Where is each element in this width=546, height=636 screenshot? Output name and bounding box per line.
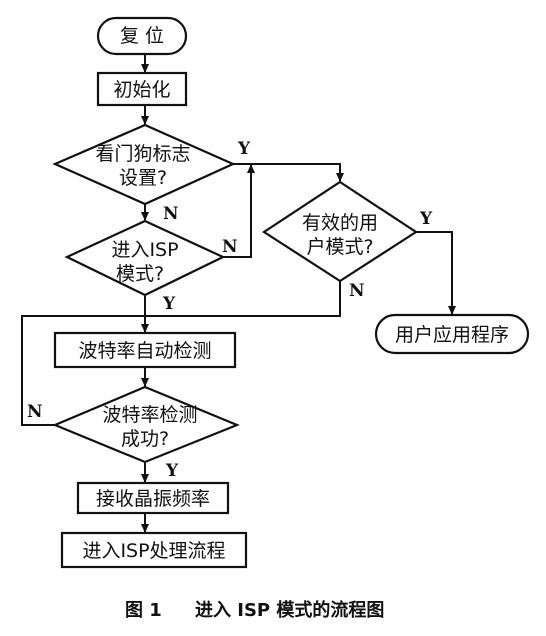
node-user-app: 用户应用程序 bbox=[374, 313, 530, 355]
node-watchdog-decision: 看门狗标志 设置? bbox=[52, 123, 236, 206]
node-isp-process-label: 进入ISP处理流程 bbox=[82, 540, 225, 562]
figure-title: 进入 ISP 模式的流程图 bbox=[195, 599, 384, 621]
node-isp-process: 进入ISP处理流程 bbox=[60, 531, 248, 569]
arrow-valid-yes bbox=[416, 231, 456, 315]
label-valid-no: N bbox=[349, 281, 365, 301]
node-baud-detect-label: 波特率自动检测 bbox=[78, 340, 211, 362]
node-baud-success-line2: 成功? bbox=[121, 428, 169, 450]
node-valid-user-decision: 有效的用 户模式? bbox=[261, 180, 419, 283]
node-valid-line1: 有效的用 bbox=[302, 212, 378, 234]
node-baud-success-decision: 波特率检测 成功? bbox=[52, 385, 240, 464]
node-baud-success-line1: 波特率检测 bbox=[102, 404, 197, 426]
arrow-isp-no bbox=[223, 164, 255, 258]
label-baud-no: N bbox=[27, 402, 43, 422]
label-baud-yes: Y bbox=[165, 461, 179, 481]
node-watchdog-line2: 设置? bbox=[119, 167, 167, 189]
node-reset-label: 复 位 bbox=[120, 25, 164, 47]
node-init: 初始化 bbox=[96, 71, 188, 107]
node-isp-decision: 进入ISP 模式? bbox=[64, 219, 226, 297]
line-valid-no bbox=[145, 281, 341, 317]
node-valid-line2: 户模式? bbox=[306, 236, 373, 258]
node-recv-crystal: 接收晶振频率 bbox=[76, 481, 230, 515]
label-watchdog-no: N bbox=[163, 204, 179, 224]
label-isp-no: N bbox=[222, 237, 238, 257]
node-recv-crystal-label: 接收晶振频率 bbox=[96, 488, 210, 510]
line-baud-no bbox=[21, 315, 145, 426]
label-valid-yes: Y bbox=[419, 209, 433, 229]
node-reset: 复 位 bbox=[96, 16, 188, 56]
arrow-watchdog-yes bbox=[233, 163, 344, 182]
node-isp-line2: 模式? bbox=[116, 263, 164, 285]
label-watchdog-yes: Y bbox=[237, 139, 251, 159]
connectors bbox=[21, 55, 456, 533]
node-baud-detect: 波特率自动检测 bbox=[53, 331, 237, 369]
node-init-label: 初始化 bbox=[113, 79, 170, 101]
node-user-app-label: 用户应用程序 bbox=[395, 324, 509, 346]
node-isp-line1: 进入ISP bbox=[111, 239, 178, 261]
label-isp-yes: Y bbox=[162, 294, 176, 314]
node-watchdog-line1: 看门狗标志 bbox=[95, 143, 190, 165]
figure-number: 图 1 bbox=[125, 600, 162, 621]
